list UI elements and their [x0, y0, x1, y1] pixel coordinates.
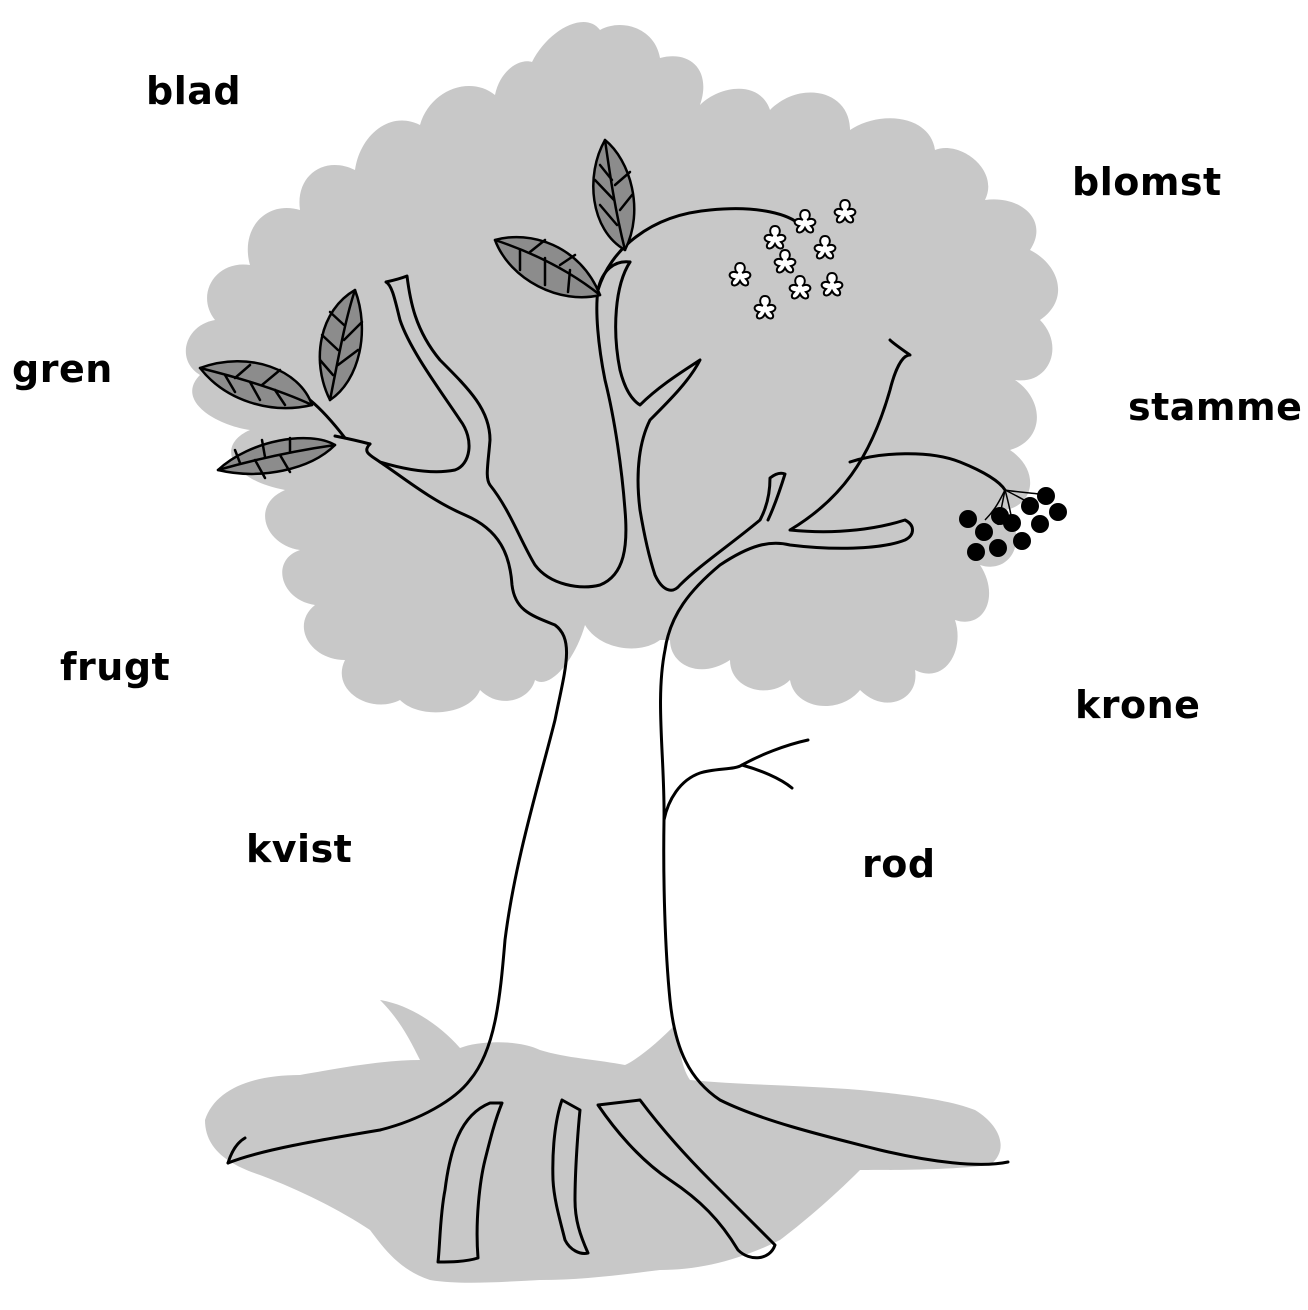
- trunk-twig-fork: [742, 765, 792, 788]
- label-frugt: frugt: [60, 648, 170, 686]
- trunk-twig: [664, 740, 808, 820]
- root-shadow: [205, 1000, 1001, 1283]
- label-gren: gren: [12, 350, 113, 388]
- label-blad: blad: [146, 72, 241, 110]
- label-kvist: kvist: [246, 830, 352, 868]
- crown-shadow: [186, 22, 1058, 712]
- label-krone: krone: [1075, 686, 1200, 724]
- label-stamme: stamme: [1128, 388, 1302, 426]
- label-blomst: blomst: [1072, 163, 1222, 201]
- label-rod: rod: [862, 845, 936, 883]
